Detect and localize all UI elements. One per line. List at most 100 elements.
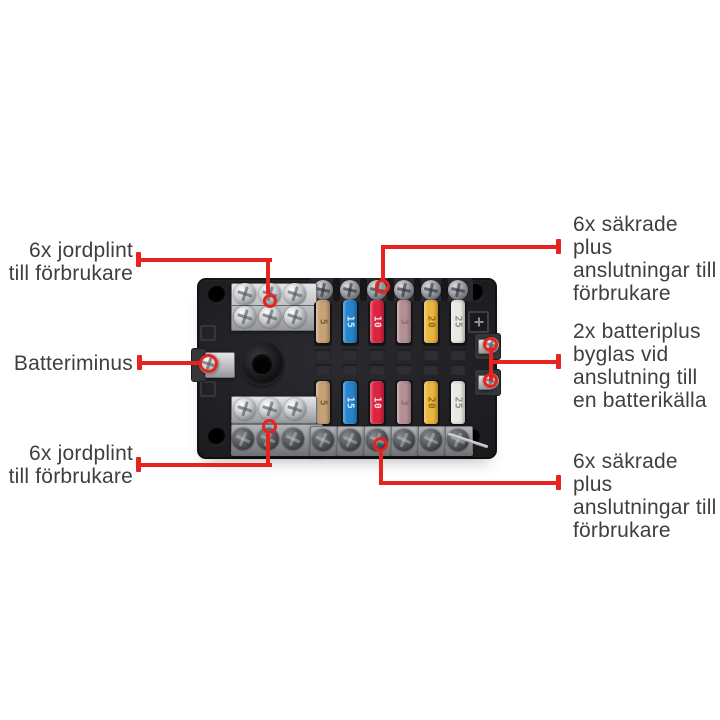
callout-line	[381, 481, 558, 485]
callout-label-top-left: 6x jordplint till förbrukare	[9, 239, 133, 285]
separator-fin	[360, 278, 367, 301]
label-line: anslutningar till	[573, 496, 717, 519]
label-line: till förbrukare	[8, 465, 133, 488]
fuse-rating-label: 15	[344, 315, 356, 328]
ground-screw	[284, 306, 306, 328]
callout-line	[266, 434, 270, 467]
callout-tick	[556, 354, 561, 369]
fused-output-screw	[420, 429, 442, 451]
cable-grommet	[240, 342, 284, 386]
fused-output-screw	[313, 280, 333, 300]
mounting-hole	[208, 286, 226, 304]
plus-marking-icon	[468, 311, 489, 333]
ground-screw	[259, 306, 281, 328]
fused-output-screw	[448, 280, 468, 300]
fuse-20a: 20	[424, 381, 438, 424]
callout-label-battery-minus: Batteriminus	[14, 352, 133, 375]
fuse-15a: 15	[343, 381, 357, 424]
fused-output-screw	[394, 280, 414, 300]
callout-line	[141, 361, 201, 365]
fused-output-screw	[421, 280, 441, 300]
fuse-box-photo: 5 15 10 3 20 25 5 15 10 3 20 25	[191, 278, 501, 459]
molded-slot	[423, 364, 439, 375]
callout-line	[266, 258, 270, 294]
ground-screw	[234, 283, 256, 305]
callout-circle	[373, 437, 388, 452]
callout-circle	[262, 293, 277, 308]
fuse-rating-label: 20	[425, 315, 437, 328]
molded-slot	[315, 364, 331, 375]
callout-line	[491, 360, 558, 364]
fused-output-screw	[312, 429, 334, 451]
fuse-5a: 5	[316, 300, 330, 343]
fuse-rating-label: 15	[344, 396, 356, 409]
label-line: 6x säkrade plus	[573, 450, 678, 496]
separator-fin	[441, 278, 448, 301]
label-line: Batteriminus	[13, 352, 133, 375]
callout-label-battery-plus: 2x batteriplus byglas vid anslutning til…	[573, 320, 707, 412]
callout-line	[381, 245, 385, 280]
callout-tick	[136, 252, 141, 267]
callout-tick	[556, 239, 561, 254]
molded-slot	[396, 349, 412, 360]
callout-label-top-right: 6x säkrade plus anslutningar till förbru…	[573, 213, 720, 305]
molded-slot	[450, 349, 466, 360]
fuse-rating-label: 20	[425, 396, 437, 409]
separator-fin	[414, 278, 421, 301]
mounting-hole	[208, 428, 226, 446]
fuse-20a: 20	[424, 300, 438, 343]
callout-label-bottom-right: 6x säkrade plus anslutningar till förbru…	[573, 450, 720, 542]
label-line: till förbrukare	[8, 262, 133, 285]
fuse-rating-label: 10	[371, 315, 383, 328]
fused-output-screw	[339, 429, 361, 451]
ground-screw	[259, 398, 281, 420]
molded-slot	[423, 349, 439, 360]
fuse-3a: 3	[397, 300, 411, 343]
terminal-screw	[282, 428, 304, 450]
fuse-3a: 3	[397, 381, 411, 424]
label-line: byglas vid	[573, 343, 669, 366]
label-line: 6x jordplint	[29, 239, 133, 262]
fuse-rating-label: 3	[398, 318, 410, 325]
fuse-10a: 10	[370, 381, 384, 424]
fuse-rating-label: 10	[371, 396, 383, 409]
fuse-rating-label: 25	[452, 396, 464, 409]
fuse-rating-label: 3	[398, 399, 410, 406]
fuse-5a: 5	[316, 381, 330, 424]
fuse-25a: 25	[451, 300, 465, 343]
molded-square	[200, 381, 216, 397]
label-line: 6x jordplint	[29, 442, 133, 465]
label-line: en batterikälla	[573, 389, 707, 412]
fuse-10a: 10	[370, 300, 384, 343]
callout-line	[379, 452, 383, 485]
ground-screw	[284, 283, 306, 305]
fuse-rating-label: 5	[317, 318, 329, 325]
fuse-rating-label: 25	[452, 315, 464, 328]
callout-line	[140, 463, 272, 467]
molded-square	[200, 325, 216, 341]
molded-slot	[342, 364, 358, 375]
callout-tick	[137, 355, 142, 370]
ground-screw	[234, 306, 256, 328]
ground-screw	[234, 398, 256, 420]
label-line: anslutningar till	[573, 259, 717, 282]
callout-circle	[262, 419, 277, 434]
label-line: förbrukare	[573, 519, 671, 542]
terminal-screw	[232, 428, 254, 450]
ground-screw	[284, 398, 306, 420]
molded-slot	[396, 364, 412, 375]
fuse-15a: 15	[343, 300, 357, 343]
molded-slot	[369, 364, 385, 375]
callout-line	[140, 258, 272, 262]
molded-slot	[342, 349, 358, 360]
separator-fin	[387, 278, 394, 301]
separator-fin	[333, 278, 340, 301]
callout-tick	[136, 457, 141, 472]
molded-slot	[369, 349, 385, 360]
fused-output-screw	[393, 429, 415, 451]
callout-line	[381, 245, 558, 249]
fused-output-screw	[340, 280, 360, 300]
callout-label-bottom-left: 6x jordplint till förbrukare	[9, 442, 133, 488]
molded-slot	[450, 364, 466, 375]
